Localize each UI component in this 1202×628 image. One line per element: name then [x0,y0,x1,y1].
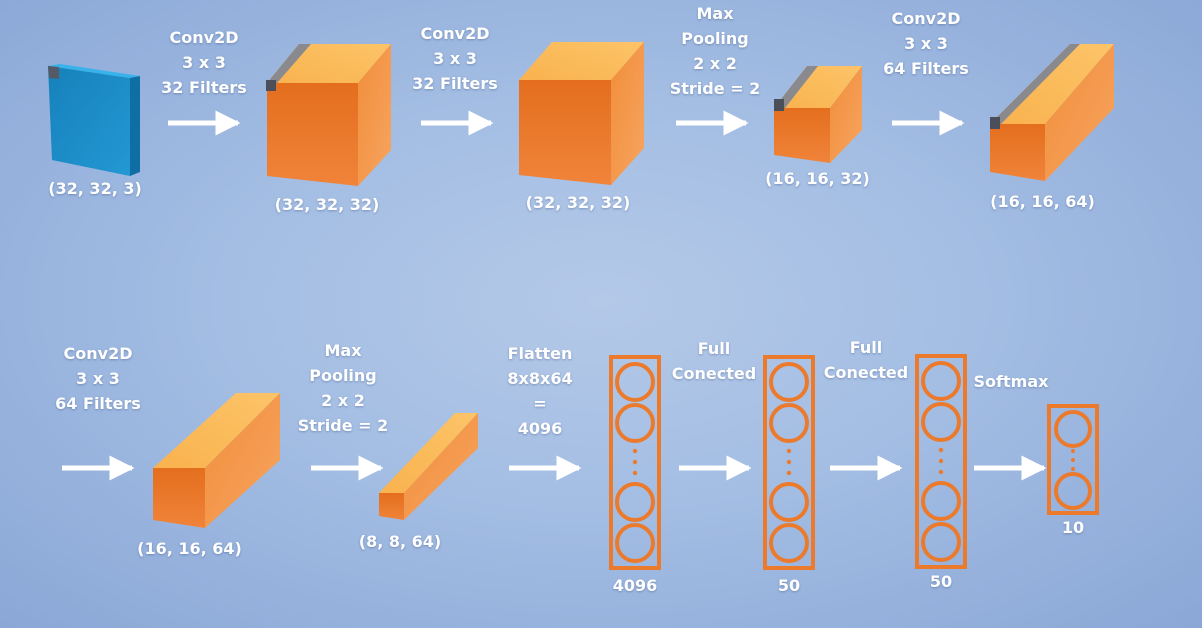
conv3-label: Conv2D 3 x 3 64 Filters [883,9,969,78]
feature-map-block-2 [519,42,644,185]
conv4-label: Conv2D 3 x 3 64 Filters [55,344,141,413]
flatten-label: Flatten 8x8x64 = 4096 [507,344,573,438]
block1-dims-label: (32, 32, 32) [274,195,380,214]
output-units-label: 10 [1061,518,1085,537]
block3-dims-label: (16, 16, 32) [765,169,870,188]
dense1-units-label: 4096 [612,576,658,595]
feature-map-block-6 [379,413,478,520]
softmax-label: Softmax [973,372,1049,391]
fc1-label: Full Conected [671,339,757,383]
dense3-units-label: 50 [929,572,953,591]
feature-map-block-5 [153,393,280,528]
conv2-label: Conv2D 3 x 3 32 Filters [412,24,498,93]
block5-dims-label: (16, 16, 64) [137,539,242,558]
dense2-units-label: 50 [777,576,801,595]
block6-dims-label: (8, 8, 64) [358,532,442,551]
feature-map-block-1 [266,44,391,186]
feature-map-block-4 [990,44,1114,181]
feature-map-block-3 [774,66,862,163]
pool2-label: Max Pooling 2 x 2 Stride = 2 [297,341,389,435]
input-dims-label: (32, 32, 3) [48,179,142,198]
dense-layer-4096 [609,355,661,570]
fc2-label: Full Conected [823,338,909,382]
block2-dims-label: (32, 32, 32) [525,193,631,212]
dense-layer-50-b [915,354,967,569]
conv1-label: Conv2D 3 x 3 32 Filters [161,28,247,97]
dense-layer-50-a [763,355,815,570]
block4-dims-label: (16, 16, 64) [990,192,1095,211]
pool1-label: Max Pooling 2 x 2 Stride = 2 [669,4,761,98]
output-layer-10 [1047,404,1099,515]
input-layer [48,64,140,176]
